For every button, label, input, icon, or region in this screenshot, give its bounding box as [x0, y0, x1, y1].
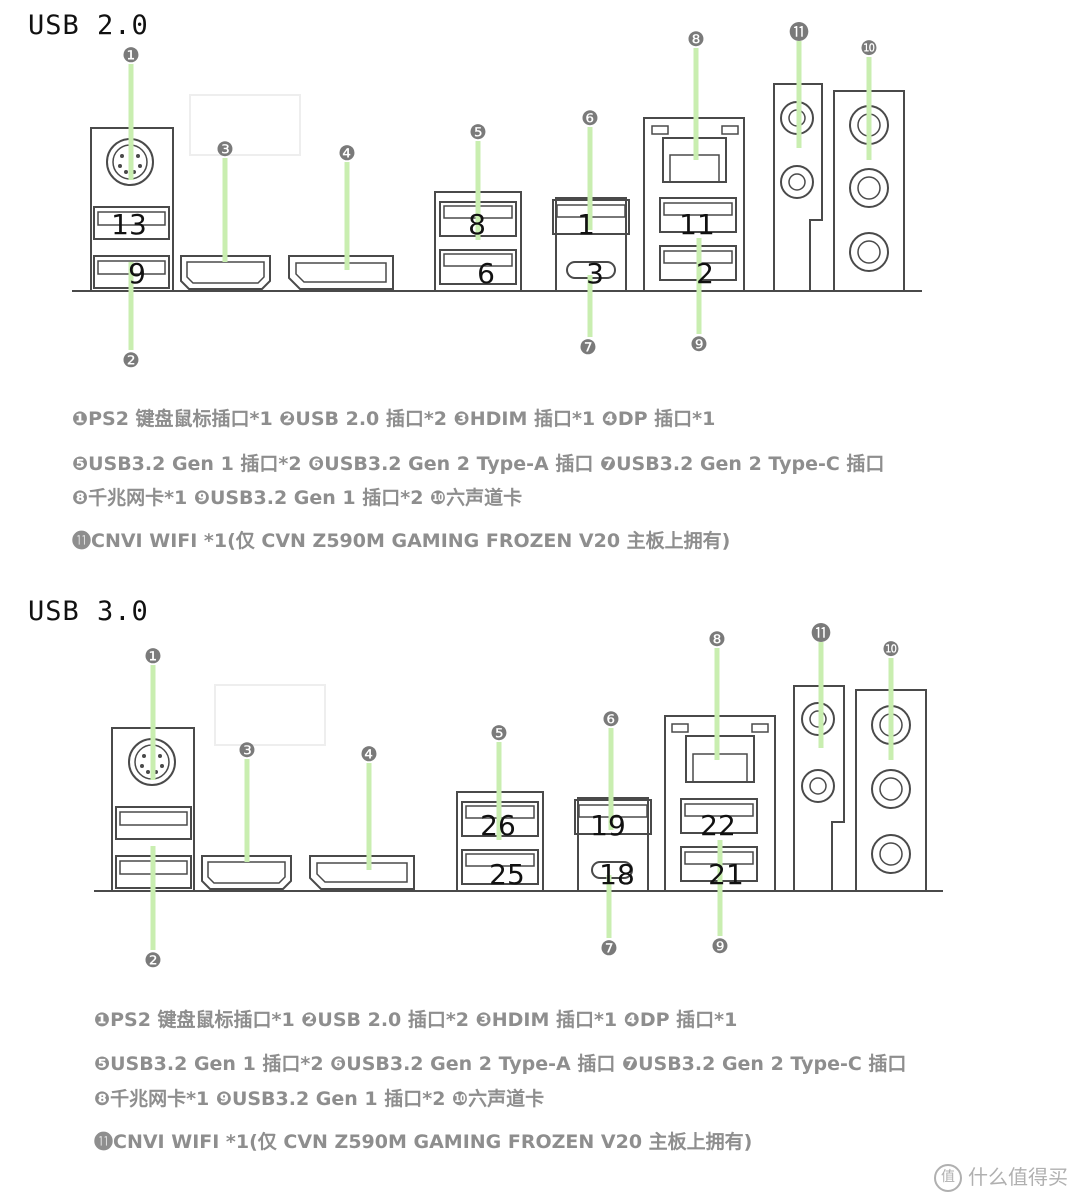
section-title-usb3: USB 3.0 — [28, 596, 149, 627]
io-panel-usb3: ❶ ❷ ❸ ❹ ❺ ❻ ❼ ❽ ❾ ❿ ⓫ 26 25 19 18 22 21 — [0, 600, 1080, 972]
legend-line: ❶PS2 键盘鼠标插口*1 ❷USB 2.0 插口*2 ❸HDIM 插口*1 ❹… — [72, 408, 716, 430]
callout-4: ❹ — [360, 742, 378, 766]
callout-3: ❸ — [238, 738, 256, 762]
port-number: 19 — [590, 809, 626, 842]
section-title-usb2: USB 2.0 — [28, 10, 149, 41]
legend-line: ❺USB3.2 Gen 1 插口*2 ❻USB3.2 Gen 2 Type-A … — [72, 453, 885, 475]
legend-line: ⓫CNVI WIFI *1(仅 CVN Z590M GAMING FROZEN … — [72, 530, 731, 552]
callout-11: ⓫ — [789, 20, 809, 44]
callout-10: ❿ — [860, 36, 878, 60]
legend-line: ❽千兆网卡*1 ❾USB3.2 Gen 1 插口*2 ❿六声道卡 — [72, 487, 523, 509]
callout-7: ❼ — [579, 335, 597, 359]
callout-7: ❼ — [600, 936, 618, 960]
io-diagram-usb3: ❶ ❷ ❸ ❹ ❺ ❻ ❼ ❽ ❾ ❿ ⓫ 26 25 19 18 22 21 — [94, 621, 943, 972]
port-number: 9 — [128, 257, 146, 290]
callout-11: ⓫ — [811, 621, 831, 645]
port-number: 1 — [577, 208, 595, 241]
port-number: 13 — [111, 208, 147, 241]
callout-5: ❺ — [490, 721, 508, 745]
watermark-text: 什么值得买 — [968, 1164, 1068, 1189]
port-number: 22 — [700, 809, 736, 842]
callout-2: ❷ — [144, 948, 162, 972]
port-number: 18 — [599, 858, 635, 891]
callout-2: ❷ — [122, 348, 140, 372]
port-number: 8 — [468, 208, 486, 241]
callout-4: ❹ — [338, 141, 356, 165]
port-number: 26 — [480, 809, 516, 842]
port-number: 6 — [477, 257, 495, 290]
io-diagram-usb2: ❶ ❷ ❸ ❹ ❺ ❻ ❼ ❽ ❾ ❿ ⓫ 13 9 8 6 1 3 11 2 — [72, 20, 922, 372]
port-number: 21 — [708, 858, 744, 891]
callout-8: ❽ — [687, 27, 705, 51]
legend-line: ❶PS2 键盘鼠标插口*1 ❷USB 2.0 插口*2 ❸HDIM 插口*1 ❹… — [94, 1009, 738, 1031]
callout-6: ❻ — [581, 106, 599, 130]
callout-9: ❾ — [690, 332, 708, 356]
callout-9: ❾ — [711, 934, 729, 958]
watermark: 值什么值得买 — [934, 1161, 1068, 1192]
io-panel-usb2: ❶ ❷ ❸ ❹ ❺ ❻ ❼ ❽ ❾ ❿ ⓫ 13 9 8 6 1 3 11 2 — [0, 0, 1080, 372]
port-number: 3 — [586, 257, 604, 290]
callout-3: ❸ — [216, 137, 234, 161]
port-number: 11 — [679, 208, 715, 241]
callout-1: ❶ — [122, 43, 140, 67]
callout-6: ❻ — [602, 707, 620, 731]
legend-line: ❺USB3.2 Gen 1 插口*2 ❻USB3.2 Gen 2 Type-A … — [94, 1053, 907, 1075]
smzdm-logo-icon: 值 — [934, 1164, 962, 1192]
callout-5: ❺ — [469, 120, 487, 144]
legend-line: ⓫CNVI WIFI *1(仅 CVN Z590M GAMING FROZEN … — [94, 1131, 753, 1153]
port-number: 25 — [489, 858, 525, 891]
callout-8: ❽ — [708, 627, 726, 651]
port-number: 2 — [696, 257, 714, 290]
callout-1: ❶ — [144, 644, 162, 668]
legend-line: ❽千兆网卡*1 ❾USB3.2 Gen 1 插口*2 ❿六声道卡 — [94, 1088, 545, 1110]
callout-10: ❿ — [882, 637, 900, 661]
